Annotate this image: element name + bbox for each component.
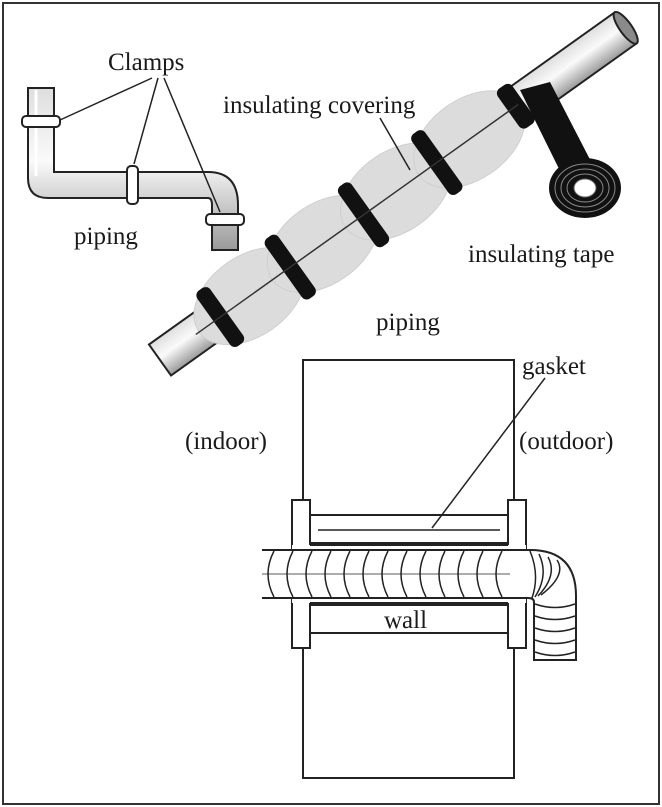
pipe-end-cap (612, 10, 639, 45)
gasket-leader (431, 377, 546, 529)
label-insulating-tape: insulating tape (468, 241, 615, 268)
label-clamps: Clamps (108, 49, 184, 76)
wall-label-bg (368, 608, 446, 632)
small-pipe (27, 87, 239, 251)
flexible-pipe (262, 549, 577, 661)
label-insulating-covering: insulating covering (223, 92, 416, 119)
wall-section (262, 359, 577, 779)
insulated-pipe (147, 10, 639, 377)
clamp-leader-2 (133, 77, 159, 165)
small-piping-with-clamps (21, 77, 245, 251)
clamp-end (205, 213, 245, 226)
label-wall: wall (384, 607, 427, 634)
label-indoor: (indoor) (185, 428, 267, 455)
sleeve-top (309, 514, 509, 544)
covering-leader (379, 117, 411, 171)
label-gasket: gasket (522, 353, 586, 380)
pipe-bend-ribs (529, 550, 576, 657)
tape-roll (549, 158, 621, 218)
label-piping-left: piping (74, 223, 138, 250)
label-outdoor: (outdoor) (519, 428, 613, 455)
clamp-horizontal (126, 165, 139, 205)
covering-seam (195, 103, 519, 336)
label-piping-center: piping (376, 309, 440, 336)
clamp-vertical (21, 115, 61, 128)
clamp-leader-3 (163, 77, 221, 213)
clamp-leader-1 (59, 77, 153, 121)
